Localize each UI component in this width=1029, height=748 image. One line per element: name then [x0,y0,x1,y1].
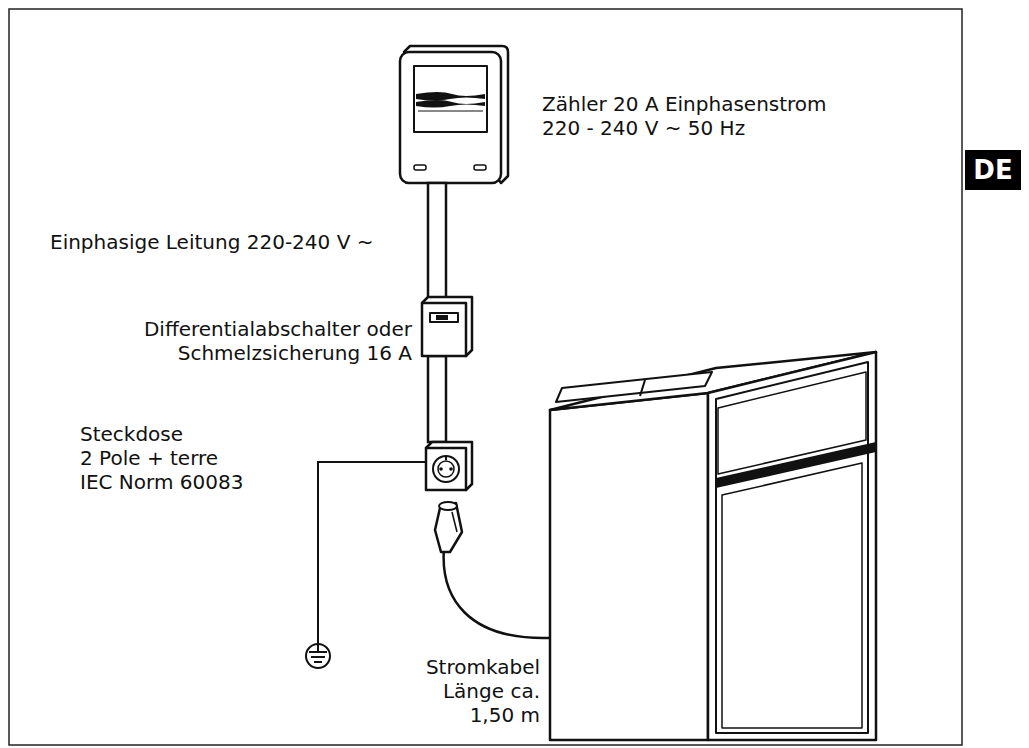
earth-wire [318,462,428,644]
language-tab: DE [965,150,1021,190]
line-label: Einphasige Leitung 220-240 V ~ [50,230,373,254]
socket-label: Steckdose [80,422,183,446]
oven-illustration [550,352,876,740]
frame [9,9,962,745]
power-cable [444,548,549,638]
socket-norm-label: IEC Norm 60083 [80,470,243,494]
tab-text: DE [973,155,1012,185]
cable-label: Stromkabel Länge ca. 1,50 m [405,655,540,727]
meter-symbol [400,46,508,183]
breaker-label: Differentialabschalter oder Schmelzsiche… [132,317,412,365]
socket-spec-label: 2 Pole + terre [80,446,218,470]
socket-symbol [426,442,472,490]
plug-symbol [435,502,462,552]
meter-label: Zähler 20 A Einphasenstrom 220 - 240 V ~… [542,92,862,140]
breaker-symbol [422,297,472,356]
earth-symbol [306,644,330,668]
